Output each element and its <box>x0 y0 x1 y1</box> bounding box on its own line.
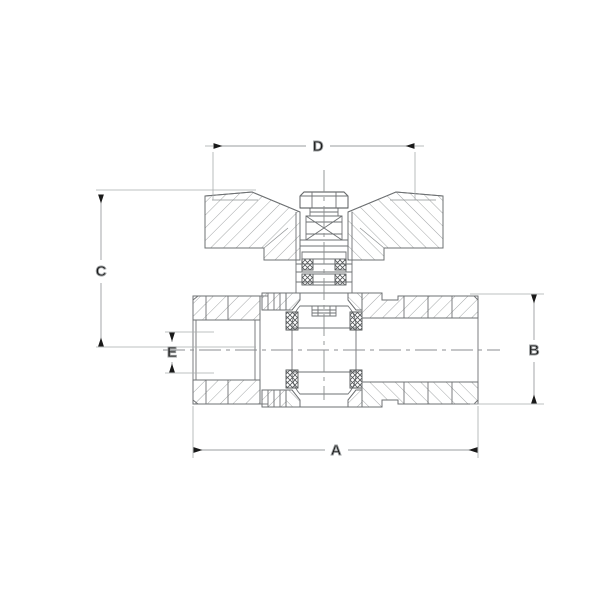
dimension-D: D <box>213 138 415 155</box>
dimension-label-B: B <box>529 342 540 359</box>
inlet-port-female <box>192 295 268 405</box>
dimension-E: E <box>167 332 177 373</box>
handle-right-wing <box>347 191 444 261</box>
dimension-A: A <box>193 442 478 459</box>
dimension-label-E: E <box>167 344 177 361</box>
centerlines <box>163 170 500 400</box>
extension-lines <box>96 145 544 458</box>
body-left-shell <box>261 292 287 408</box>
valve-assembly <box>192 191 479 408</box>
dimension-label-A: A <box>331 442 342 459</box>
dimension-label-D: D <box>313 138 324 155</box>
dimension-C: C <box>95 194 107 347</box>
seat-left <box>285 311 299 389</box>
dimension-lines: D C E B <box>95 138 540 460</box>
outlet-port-male <box>361 292 479 408</box>
stem-nut <box>299 191 349 209</box>
dimension-B: B <box>528 294 540 404</box>
dimension-label-C: C <box>96 263 107 280</box>
handle-left-wing <box>204 191 301 261</box>
